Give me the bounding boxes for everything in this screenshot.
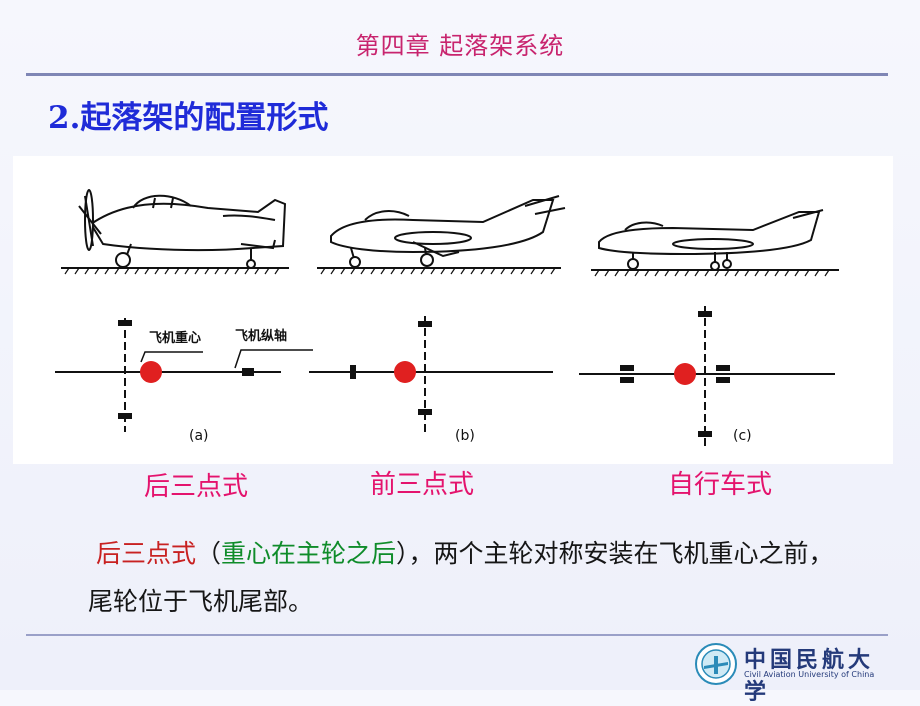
type-label-tail-wheel: 后三点式 [144, 472, 249, 502]
cg-dot-c [674, 363, 696, 385]
aircraft-a-illustration [78, 189, 287, 269]
landing-gear-figure: 飞机重心 飞机纵轴 (a) (b) (c) [13, 156, 893, 464]
type-label-tricycle: 前三点式 [370, 470, 475, 500]
body-paragraph: 后三点式（重心在主轮之后），两个主轮对称安装在飞机重心之前，尾轮位于飞机尾部。 [88, 530, 858, 626]
cg-dot-b [394, 361, 416, 383]
university-name-en: Civil Aviation University of China [744, 670, 875, 679]
label-longitudinal-axis: 飞机纵轴 [235, 328, 287, 344]
label-cg: 飞机重心 [149, 330, 201, 346]
term-tail-wheel: 后三点式 [95, 539, 196, 568]
type-label-bicycle: 自行车式 [668, 470, 773, 500]
paren-open: （ [195, 539, 221, 568]
caption-a: (a) [189, 428, 209, 444]
layout-b [309, 316, 553, 432]
aircraft-c-illustration [598, 209, 824, 271]
ground-hatching [64, 267, 830, 277]
university-logo: 中国民航大学 Civil Aviation University of Chin… [692, 640, 892, 705]
cg-dot-a [140, 361, 162, 383]
caption-b: (b) [455, 428, 475, 444]
university-emblem-icon [695, 643, 737, 685]
header-divider [26, 73, 888, 76]
note-cg-behind-main: 重心在主轮之后 [220, 539, 396, 568]
university-name-cn: 中国民航大学 [744, 647, 875, 705]
section-heading: 2.起落架的配置形式 [48, 100, 329, 136]
footer-divider [26, 634, 888, 636]
chapter-title: 第四章 起落架系统 [355, 32, 565, 60]
caption-c: (c) [733, 428, 752, 444]
body-rest: ），两个主轮对称安装在飞机重心之前，尾轮位于飞机尾部。 [88, 539, 834, 616]
aircraft-b-illustration [330, 195, 566, 268]
landing-gear-diagram: 飞机重心 飞机纵轴 (a) (b) (c) [55, 189, 839, 446]
layout-c [579, 306, 835, 446]
layout-a [55, 318, 313, 432]
